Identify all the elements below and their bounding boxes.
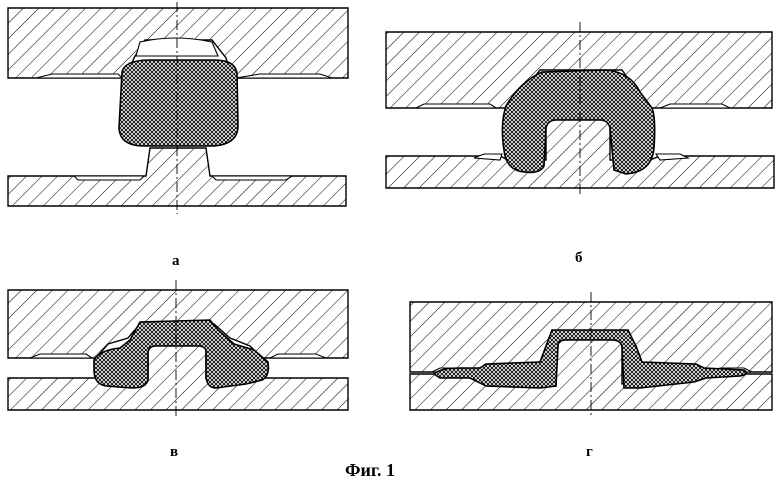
figure-caption: Фиг. 1 [345,460,395,480]
upper-die-flash-land-right [659,103,731,109]
billet [118,59,239,147]
upper-die-flash-land-left [415,103,498,109]
forged-part [432,329,748,389]
upper-die-flash-land-left [29,353,94,359]
flash-gutter-right [654,153,691,161]
upper-die-flash-land-left [35,73,124,79]
panel-label: а [172,253,180,269]
billet [501,69,656,175]
lower-die-flash-land-right [210,175,294,181]
upper-die-flash-land-right [235,73,333,79]
lower-die-flash-land-left [72,175,146,181]
panel-a: а [7,2,349,269]
panel-b: б [385,22,775,266]
panel-v: в [7,280,349,460]
panel-label: в [170,444,178,460]
flash-gutter-left [473,153,503,161]
panel-label: б [575,250,583,266]
panel-label: г [586,444,593,460]
upper-die-flash-land-right [269,353,327,359]
panel-g: г [409,292,773,460]
forged-part [93,319,270,389]
